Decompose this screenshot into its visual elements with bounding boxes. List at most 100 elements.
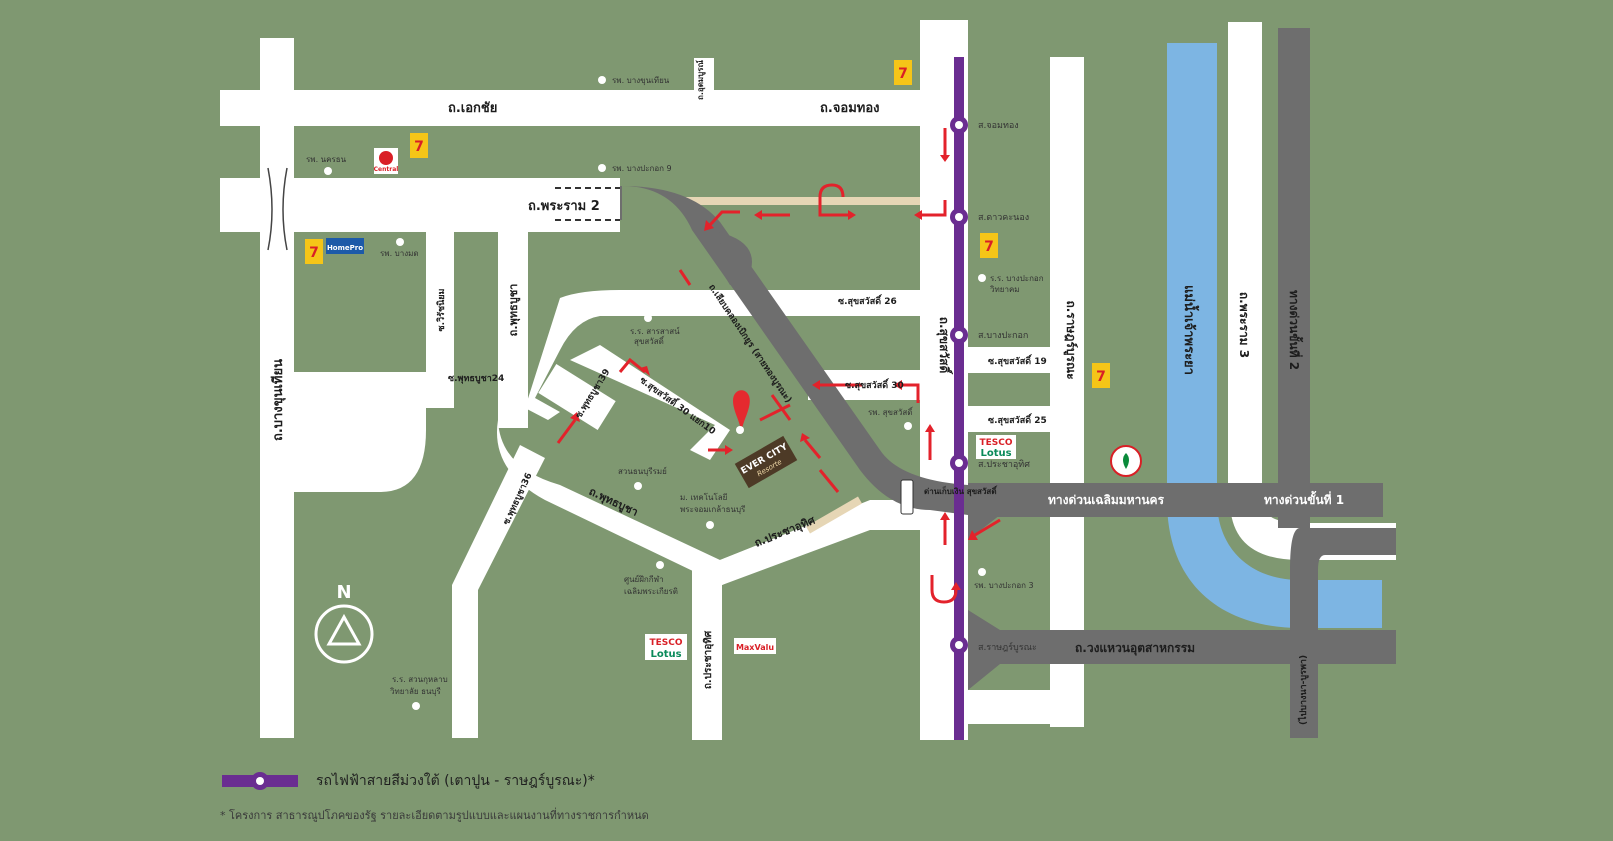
station-labels: ส.จอมทอง ส.ดาวคะนอง ส.บางปะกอก ส.ประชาอุ… xyxy=(978,121,1037,653)
expressway-stage2 xyxy=(1278,28,1310,528)
arrowhead xyxy=(754,210,762,220)
station-markers xyxy=(950,116,968,654)
label-soi-24: ซ.พุทธบูชา24 xyxy=(448,374,504,384)
label-bangkhunthian: ถ.บางขุนเทียน xyxy=(270,359,286,441)
landmark-dot xyxy=(598,76,606,84)
landmark-label: ศูนย์ฝึกกีฬา xyxy=(624,574,664,585)
label-soi-19: ซ.สุขสวัสดิ์ 19 xyxy=(988,354,1047,367)
purple-line xyxy=(954,57,964,740)
arrow-heads xyxy=(570,155,978,590)
landmark-label: รพ. บางมด xyxy=(380,249,419,258)
landmark-label: ม. เทคโนโลยี xyxy=(680,492,727,502)
rail-south xyxy=(806,496,862,534)
road-bangkhunthian xyxy=(260,38,294,738)
road-ekkachai xyxy=(220,90,920,126)
station-label: ส.บางปะกอก xyxy=(978,331,1028,341)
station-label: ส.ราษฎร์บูรณะ xyxy=(978,641,1037,653)
expressway-loop xyxy=(712,232,752,285)
landmark-labels: รพ. บางขุนเทียน รพ. นครธน รพ. บางปะกอก 9… xyxy=(306,76,1044,696)
lotus-label: Lotus xyxy=(980,448,1011,459)
landmark-dot xyxy=(324,167,332,175)
seven-eleven-icon: 7 xyxy=(410,133,428,158)
seven-eleven-icon: 7 xyxy=(1092,363,1110,388)
label-rama2: ถ.พระราม 2 xyxy=(528,199,600,214)
arrowhead xyxy=(968,530,978,540)
central-logo: Central xyxy=(374,148,399,174)
station-dot-inner xyxy=(955,459,963,467)
arrowhead xyxy=(640,366,650,376)
pin-hole xyxy=(736,426,744,434)
expressway-chaloem xyxy=(968,483,1383,517)
location-pin-icon xyxy=(733,390,750,435)
arrowhead xyxy=(940,155,950,162)
road-phutthabucha-36 xyxy=(452,445,545,738)
lotus-label: Lotus xyxy=(650,649,681,660)
station-dot-inner xyxy=(955,213,963,221)
landmark-dot xyxy=(706,521,714,529)
arrow-prachauthit-up2 xyxy=(803,439,822,459)
label-soi-wiratchai: ซ.วิรัชนิยม xyxy=(436,288,447,331)
landmark-label: ร.ร. สารสาสน์ xyxy=(630,326,680,336)
label-ekkachai: ถ.เอกชัย xyxy=(448,101,497,116)
seven-label: 7 xyxy=(984,239,994,255)
arrowhead xyxy=(951,582,961,590)
road-suksawat-25 xyxy=(968,406,1050,432)
homepro-logo: HomePro xyxy=(326,238,364,254)
central-label: Central xyxy=(374,166,399,173)
landmark-label: สวนธนบุรีรมย์ xyxy=(618,466,667,476)
landmark-label: รพ. นครธน xyxy=(306,155,347,164)
landmark-dot xyxy=(656,561,664,569)
arrowhead xyxy=(914,210,922,220)
seven-eleven-badges: 7 7 7 7 7 xyxy=(305,60,1110,388)
arrow-kanchana-down xyxy=(678,269,692,286)
arrowhead xyxy=(812,380,820,390)
landmark-label: พระจอมเกล้าธนบุรี xyxy=(680,505,746,514)
road-bottom-link xyxy=(968,690,1084,724)
station-dot-inner xyxy=(955,121,963,129)
arrowhead xyxy=(894,380,902,390)
station-dot-inner xyxy=(955,641,963,649)
arrow-project-cross xyxy=(759,394,792,422)
landmark-label: สุขสวัสดิ์ xyxy=(634,335,665,346)
arrow-daokanong-bend xyxy=(922,200,947,217)
maxvalu-label: MaxValu xyxy=(736,643,774,652)
landmark-label: เฉลิมพระเกียรติ xyxy=(624,587,678,596)
arrowhead xyxy=(800,433,810,442)
label-soi-25: ซ.สุขสวัสดิ์ 25 xyxy=(988,413,1047,426)
arrow-prachauthit-up xyxy=(818,469,840,493)
landmark-label: รพ. บางปะกอก 9 xyxy=(612,164,672,173)
expressway-kanchanaphisek xyxy=(622,186,968,515)
label-rama3: ถ.พระราม 3 xyxy=(1237,292,1251,358)
arrow-soi39-up xyxy=(556,419,577,444)
arrowhead xyxy=(704,220,714,231)
seven-eleven-icon: 7 xyxy=(980,233,998,258)
toll-label: ด่านเก็บเงิน สุขสวัสดิ์ xyxy=(924,485,998,497)
road-soi-24 xyxy=(294,372,426,492)
landmark-dot xyxy=(644,314,652,322)
road-phutthabucha-upper xyxy=(498,228,528,428)
label-chomthong: ถ.จอมทอง xyxy=(820,101,880,116)
seven-label: 7 xyxy=(414,139,424,155)
expressway-rama2-west xyxy=(620,186,622,220)
road-phutthabucha-main xyxy=(496,420,822,585)
tollgate-icon xyxy=(900,479,914,515)
label-suksawat: ถ.สุขสวัสดิ์ xyxy=(936,317,953,375)
rail-lines xyxy=(680,197,920,534)
landmark-dots xyxy=(324,76,986,710)
label-to-bangna: (ไปบางนา-บูรพา) xyxy=(1297,655,1309,725)
road-prachauthit-v xyxy=(692,565,722,740)
tesco-lotus-logo: TESCO Lotus xyxy=(645,634,687,660)
expressway-stage2-bend xyxy=(1290,528,1396,738)
rail-rama2 xyxy=(680,197,920,205)
label-soi-30: ซ.สุขสวัสดิ์ 30 xyxy=(845,378,904,391)
label-prachauthit-v: ถ.ประชาอุทิศ xyxy=(702,630,714,689)
landmark-label: ร.ร. สวนกุหลาบ xyxy=(392,675,448,684)
expressway-labels: ทางด่วนเฉลิมมหานคร ทางด่วนขั้นที่ 1 xyxy=(1048,490,1344,507)
road-rama3 xyxy=(1228,22,1262,502)
landmark-label: วิทยาลัย ธนบุรี xyxy=(389,687,441,696)
road-ratburana xyxy=(1050,57,1084,727)
tesco-label: TESCO xyxy=(979,438,1012,448)
road-soi-39 xyxy=(538,364,616,430)
seven-eleven-icon: 7 xyxy=(305,239,323,264)
